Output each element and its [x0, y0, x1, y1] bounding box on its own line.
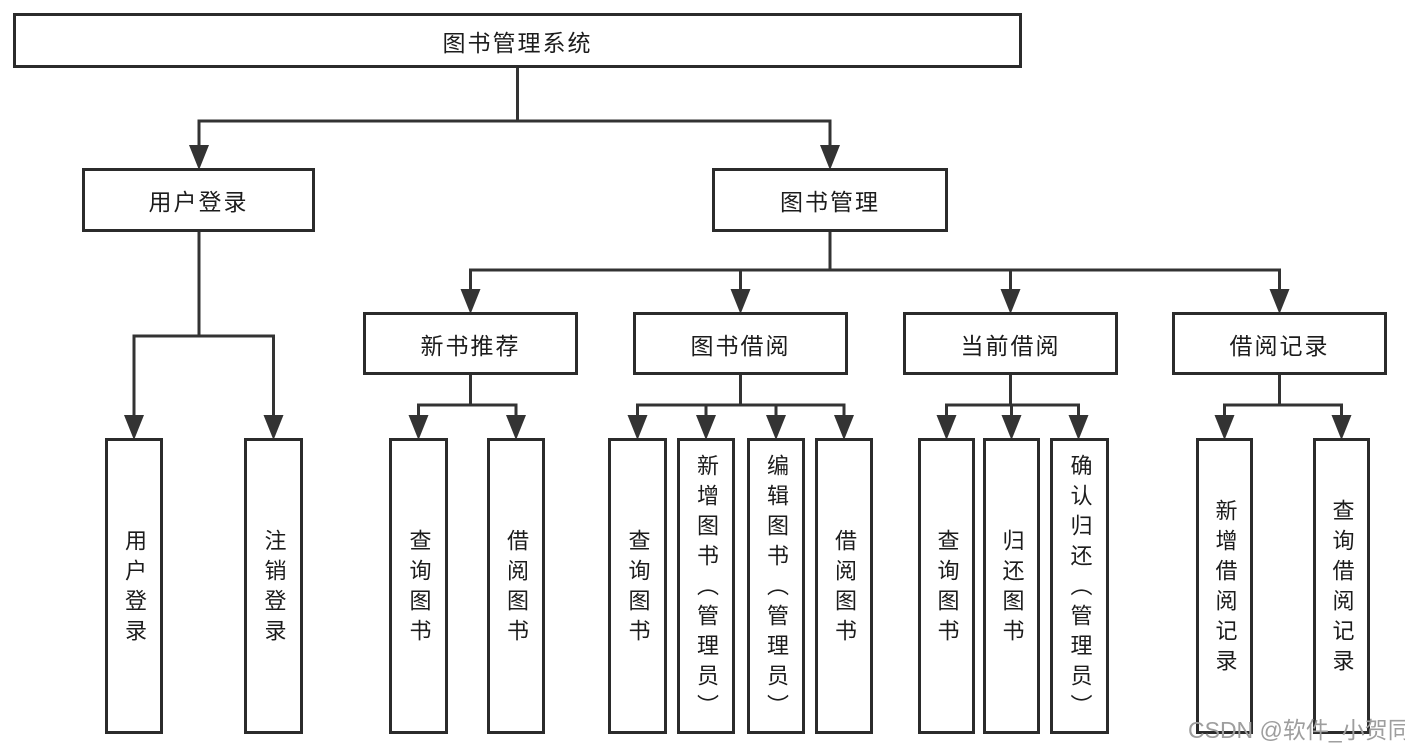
arrowhead-icon	[730, 289, 751, 314]
arrowhead-icon	[820, 145, 840, 170]
leaf-query-books-recommend: 查询图书	[389, 438, 448, 734]
arrowhead-icon	[189, 145, 209, 170]
arrowhead-icon	[263, 415, 284, 440]
node-new-book-recommendation: 新书推荐	[363, 312, 578, 375]
node-book-borrowing: 图书借阅	[633, 312, 848, 375]
arrowhead-icon	[408, 415, 429, 440]
arrowhead-icon	[936, 415, 957, 440]
leaf-add-book-admin: 新增图书（管理员）	[677, 438, 735, 734]
arrowhead-icon	[1068, 415, 1089, 440]
leaf-query-borrow-record: 查询借阅记录	[1313, 438, 1370, 734]
arrowhead-icon	[696, 415, 716, 440]
arrowhead-icon	[1214, 415, 1235, 440]
arrowhead-icon	[1269, 289, 1290, 314]
arrowhead-icon	[506, 415, 526, 440]
arrowhead-icon	[460, 289, 481, 314]
node-borrowing-records: 借阅记录	[1172, 312, 1387, 375]
arrowhead-icon	[1000, 289, 1021, 314]
node-user-login: 用户登录	[82, 168, 315, 232]
arrowhead-icon	[834, 415, 854, 440]
leaf-add-borrow-record: 新增借阅记录	[1196, 438, 1253, 734]
leaf-borrow-books-borrowing: 借阅图书	[815, 438, 873, 734]
leaf-confirm-return-admin: 确认归还（管理员）	[1050, 438, 1109, 734]
arrowhead-icon	[124, 415, 144, 440]
leaf-logout: 注销登录	[244, 438, 303, 734]
node-library-management-system: 图书管理系统	[13, 13, 1022, 68]
leaf-return-book: 归还图书	[983, 438, 1040, 734]
arrowhead-icon	[1331, 415, 1352, 440]
arrowhead-icon	[766, 415, 786, 440]
arrowhead-icon	[627, 415, 648, 440]
csdn-watermark: CSDN @软件_小贺同学	[1188, 717, 1405, 743]
leaf-borrow-books-recommend: 借阅图书	[487, 438, 545, 734]
leaf-query-books-current: 查询图书	[918, 438, 975, 734]
leaf-edit-book-admin: 编辑图书（管理员）	[747, 438, 805, 734]
arrowhead-icon	[1001, 415, 1022, 440]
node-current-borrowing: 当前借阅	[903, 312, 1118, 375]
node-book-management: 图书管理	[712, 168, 948, 232]
leaf-query-books-borrowing: 查询图书	[608, 438, 667, 734]
leaf-user-login: 用户登录	[105, 438, 163, 734]
